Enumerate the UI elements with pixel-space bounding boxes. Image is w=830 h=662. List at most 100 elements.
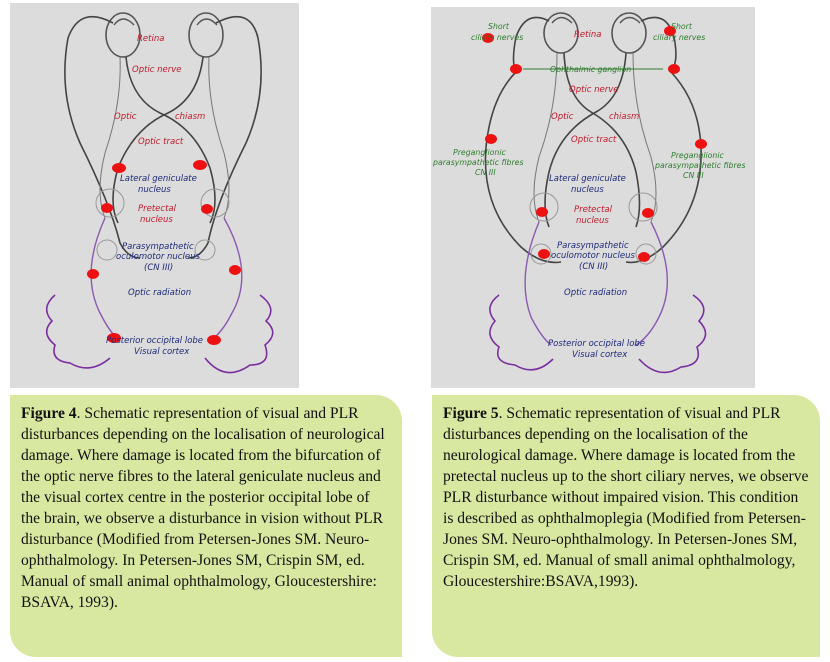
label-short-right-1: Short xyxy=(671,22,693,31)
label-lgn-2: nucleus xyxy=(138,185,171,195)
lesion-mark xyxy=(695,139,707,149)
lesion-mark xyxy=(193,160,207,170)
lesion-mark xyxy=(642,208,654,218)
left-lgn-nucleus xyxy=(529,192,559,222)
label-parasym-2: oculomotor nucleus xyxy=(551,251,635,261)
label-chiasm: chiasm xyxy=(175,112,205,122)
lesion-mark xyxy=(482,33,494,43)
figure-4-caption-text: . Schematic representation of visual and… xyxy=(21,405,385,611)
right-uncrossed-fibre xyxy=(208,56,230,219)
label-parasym-3: (CN III) xyxy=(144,263,173,273)
label-preg-right-1: Preganglionic xyxy=(671,151,725,160)
figure-5-caption-label: Figure 5 xyxy=(443,405,499,422)
figure-4-caption-label: Figure 4 xyxy=(21,405,77,422)
label-pretectal-1: Pretectal xyxy=(138,204,177,214)
lesion-mark xyxy=(101,203,113,213)
left-short-ciliary-nerve xyxy=(512,16,550,73)
lesion-mark xyxy=(207,335,221,345)
label-optic-radiation: Optic radiation xyxy=(128,288,191,298)
figure-5-diagram: Short ciliary nerves Short ciliary nerve… xyxy=(431,7,755,388)
label-optic-nerve: Optic nerve xyxy=(569,85,619,95)
right-eye-icon xyxy=(611,12,647,54)
label-parasym-3: (CN III) xyxy=(579,262,608,272)
right-optic-nerve-cross xyxy=(544,52,627,228)
right-optic-radiation xyxy=(209,217,243,342)
label-ciliary-ganglion: Ophthalmic ganglion xyxy=(550,65,631,74)
left-cortex-outline xyxy=(489,294,554,371)
lesion-mark xyxy=(107,333,121,343)
right-cortex-outline xyxy=(204,294,274,374)
label-optic-tract: Optic tract xyxy=(138,137,184,147)
lesion-mark xyxy=(536,207,548,217)
left-optic-radiation xyxy=(524,221,552,346)
lesion-mark xyxy=(664,26,676,36)
label-optic-radiation: Optic radiation xyxy=(564,288,627,298)
label-preg-right-3: CN III xyxy=(683,171,704,180)
label-short-left-1: Short xyxy=(488,22,510,31)
lesion-mark xyxy=(87,269,99,279)
right-lgn-nucleus xyxy=(628,192,658,222)
lesion-mark xyxy=(668,64,680,74)
figure-5-caption: Figure 5. Schematic representation of vi… xyxy=(432,395,820,657)
label-chiasm: chiasm xyxy=(609,112,639,122)
left-preganglionic-fibre xyxy=(484,71,562,264)
left-oculomotor-nucleus xyxy=(530,243,552,265)
right-optic-nerve-cross xyxy=(112,56,204,224)
label-parasym-1: Parasympathetic xyxy=(122,242,194,252)
left-eye-icon xyxy=(105,12,141,58)
lesion-mark xyxy=(510,64,522,74)
right-cortex-outline xyxy=(638,294,707,374)
figure-4-svg: Retina Optic nerve Optic chiasm Optic tr… xyxy=(45,12,274,374)
left-uncrossed-fibre xyxy=(99,56,121,219)
label-optic: Optic xyxy=(114,112,137,122)
label-preg-left-1: Preganglionic xyxy=(453,148,507,157)
left-optic-radiation xyxy=(90,217,121,342)
figure-4-diagram: Retina Optic nerve Optic chiasm Optic tr… xyxy=(10,3,299,388)
right-optic-radiation xyxy=(635,221,668,346)
left-eye-icon xyxy=(543,12,579,54)
label-preg-left-3: CN III xyxy=(475,168,496,177)
right-uncrossed-fibre xyxy=(632,52,657,223)
label-parasym-1: Parasympathetic xyxy=(557,241,629,251)
label-pretectal-2: nucleus xyxy=(140,215,173,225)
left-uncrossed-fibre xyxy=(533,52,558,223)
right-oculomotor-nucleus xyxy=(635,243,657,265)
lesion-mark xyxy=(112,163,126,173)
left-optic-nerve-cross xyxy=(563,52,641,228)
label-optic: Optic xyxy=(551,112,574,122)
label-short-right-2: ciliary nerves xyxy=(653,33,705,42)
label-short-left-2: ciliary nerves xyxy=(471,33,523,42)
lesion-mark xyxy=(485,134,497,144)
left-oculomotor-nucleus xyxy=(96,239,118,261)
lesion-mark xyxy=(538,249,550,259)
label-retina: Retina xyxy=(574,30,601,40)
label-lgn-1: Lateral geniculate xyxy=(120,174,197,184)
label-occipital-2: Visual cortex xyxy=(572,350,628,360)
left-outer-nerve xyxy=(64,15,141,259)
label-pretectal-1: Pretectal xyxy=(574,205,613,215)
label-optic-tract: Optic tract xyxy=(571,135,617,145)
label-preg-right-2: parasympathetic fibres xyxy=(654,161,746,170)
right-lgn-nucleus xyxy=(200,188,230,218)
left-optic-nerve-cross xyxy=(125,56,216,224)
label-parasym-2: oculomotor nucleus xyxy=(116,252,200,262)
right-oculomotor-nucleus xyxy=(194,239,216,261)
figure-5-caption-text: . Schematic representation of visual and… xyxy=(443,405,809,590)
label-preg-left-2: parasympathetic fibres xyxy=(432,158,524,167)
label-lgn-1: Lateral geniculate xyxy=(549,174,626,184)
label-optic-nerve: Optic nerve xyxy=(132,65,182,75)
label-occipital-1: Posterior occipital lobe xyxy=(548,339,645,349)
label-lgn-2: nucleus xyxy=(571,185,604,195)
label-occipital-1: Posterior occipital lobe xyxy=(106,336,203,346)
right-outer-nerve xyxy=(187,15,262,259)
label-retina: Retina xyxy=(137,34,164,44)
left-lgn-nucleus xyxy=(95,188,125,218)
lesion-mark xyxy=(229,265,241,275)
figure-5-svg: Short ciliary nerves Short ciliary nerve… xyxy=(432,12,746,374)
figure-4-caption: Figure 4. Schematic representation of vi… xyxy=(10,395,402,657)
left-cortex-outline xyxy=(45,294,111,369)
right-eye-icon xyxy=(188,12,224,58)
lesion-mark xyxy=(201,204,213,214)
lesion-mark xyxy=(638,252,650,262)
label-occipital-2: Visual cortex xyxy=(134,347,190,357)
